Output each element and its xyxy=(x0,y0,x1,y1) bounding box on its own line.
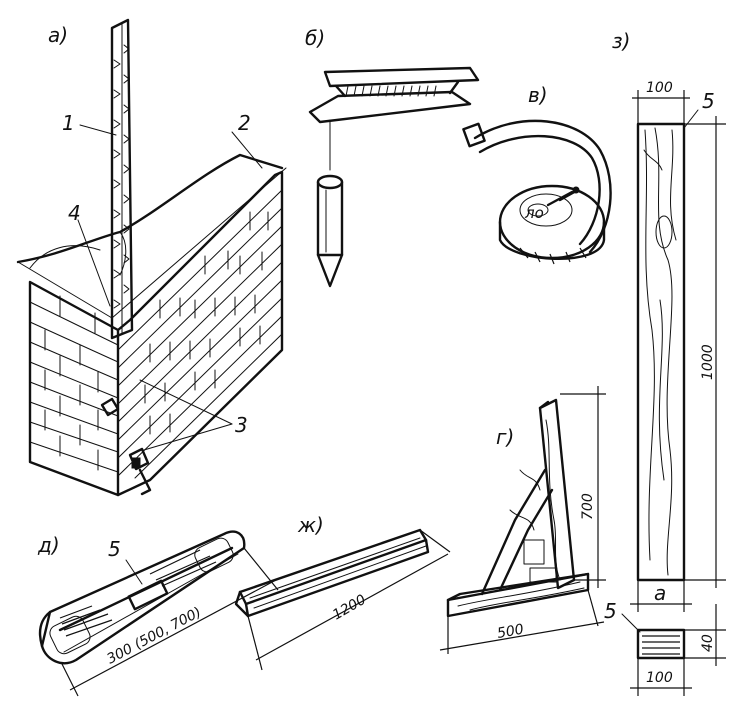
plumb-bob-drawing xyxy=(308,66,480,288)
callout-3: 3 xyxy=(235,413,248,437)
callout-5-rail-top: 5 xyxy=(702,89,715,113)
level-length-dimension: 300 (500, 700) xyxy=(104,604,204,667)
tape-measure-drawing: ло xyxy=(462,119,612,265)
panel-label-d: д) xyxy=(37,533,60,557)
straightedge-drawing xyxy=(234,528,451,671)
rail-drawing xyxy=(621,90,726,696)
callout-5-rail-section: 5 xyxy=(604,599,617,623)
brick-corner-drawing xyxy=(16,18,287,497)
callout-1: 1 xyxy=(62,111,75,135)
rail-width-dimension: 100 xyxy=(646,80,673,96)
spirit-level-drawing xyxy=(38,530,279,697)
panel-label-v: в) xyxy=(528,83,548,107)
rail-section-width-dimension: 100 xyxy=(646,670,673,686)
panel-label-a: а) xyxy=(48,23,68,47)
panel-label-zh: ж) xyxy=(297,513,324,537)
callout-2: 2 xyxy=(238,111,251,135)
callout-4: 4 xyxy=(68,201,81,225)
square-drawing xyxy=(439,386,606,654)
callout-5-level: 5 xyxy=(108,537,121,561)
rail-a-dimension: a xyxy=(654,581,666,605)
tape-marking: ло xyxy=(524,204,544,222)
square-base-dimension: 500 xyxy=(496,622,525,642)
rail-section-depth-dimension: 40 xyxy=(700,634,716,652)
square-height-dimension: 700 xyxy=(580,493,596,520)
panel-label-z: з) xyxy=(612,29,630,53)
straightedge-length-dimension: 1200 xyxy=(330,592,369,624)
rail-length-dimension: 1000 xyxy=(700,344,716,380)
panel-label-b: б) xyxy=(305,26,325,50)
panel-label-g: г) xyxy=(496,425,514,449)
